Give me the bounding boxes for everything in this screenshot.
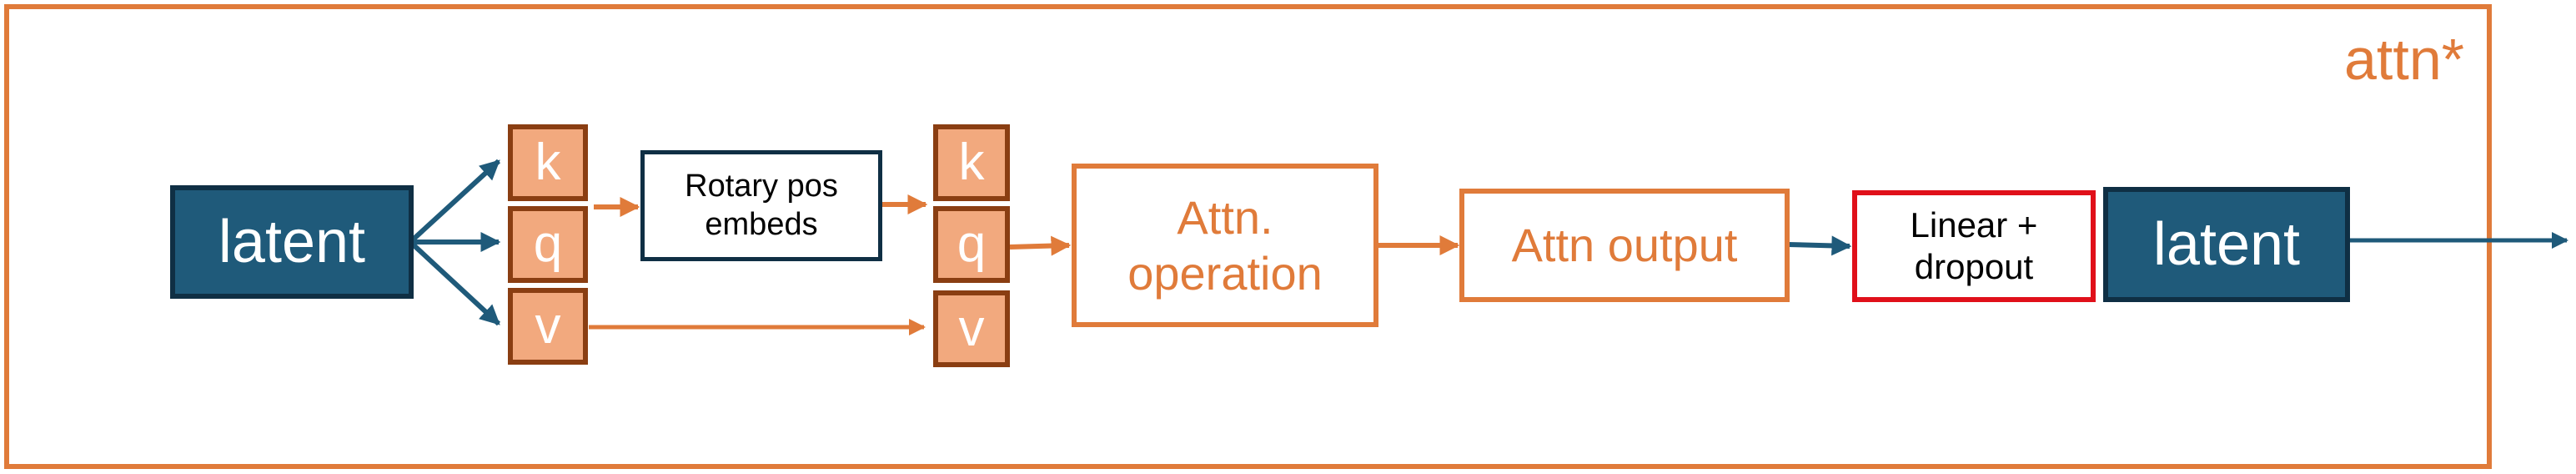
v-box-2: v — [933, 290, 1010, 367]
attn-operation-label: Attn. operation — [1127, 190, 1323, 300]
attn-frame — [4, 4, 2492, 469]
v-box-1: v — [508, 288, 588, 365]
arrow-q-to-attn-op — [1009, 235, 1072, 256]
v-label-1: v — [535, 296, 561, 355]
latent-input-label: latent — [218, 208, 366, 275]
attn-operation-box: Attn. operation — [1072, 164, 1378, 327]
linear-dropout-label: Linear + dropout — [1910, 204, 2038, 286]
k-box-1: k — [508, 124, 588, 201]
q-box-2: q — [933, 206, 1010, 283]
v-label-2: v — [958, 299, 985, 357]
k-label-2: k — [958, 133, 985, 191]
q-box-1: q — [508, 206, 588, 283]
attn-frame-label: attn* — [2344, 27, 2464, 92]
linear-dropout-box: Linear + dropout — [1852, 190, 2096, 302]
latent-output-box: latent — [2103, 187, 2350, 302]
rotary-pos-embeds-box: Rotary pos embeds — [640, 150, 882, 261]
arrow-output-to-linear — [1787, 235, 1852, 256]
k-box-2: k — [933, 124, 1010, 201]
q-label-1: q — [533, 214, 563, 273]
rotary-pos-embeds-label: Rotary pos embeds — [685, 168, 838, 242]
latent-output-label: latent — [2152, 210, 2301, 278]
latent-input-box: latent — [170, 185, 414, 299]
arrow-latent-to-k — [408, 159, 501, 245]
attn-output-box: Attn output — [1459, 189, 1790, 302]
q-label-2: q — [957, 214, 987, 273]
k-label-1: k — [535, 133, 561, 191]
attn-output-label: Attn output — [1511, 219, 1738, 272]
arrow-latent-to-v — [408, 240, 501, 326]
